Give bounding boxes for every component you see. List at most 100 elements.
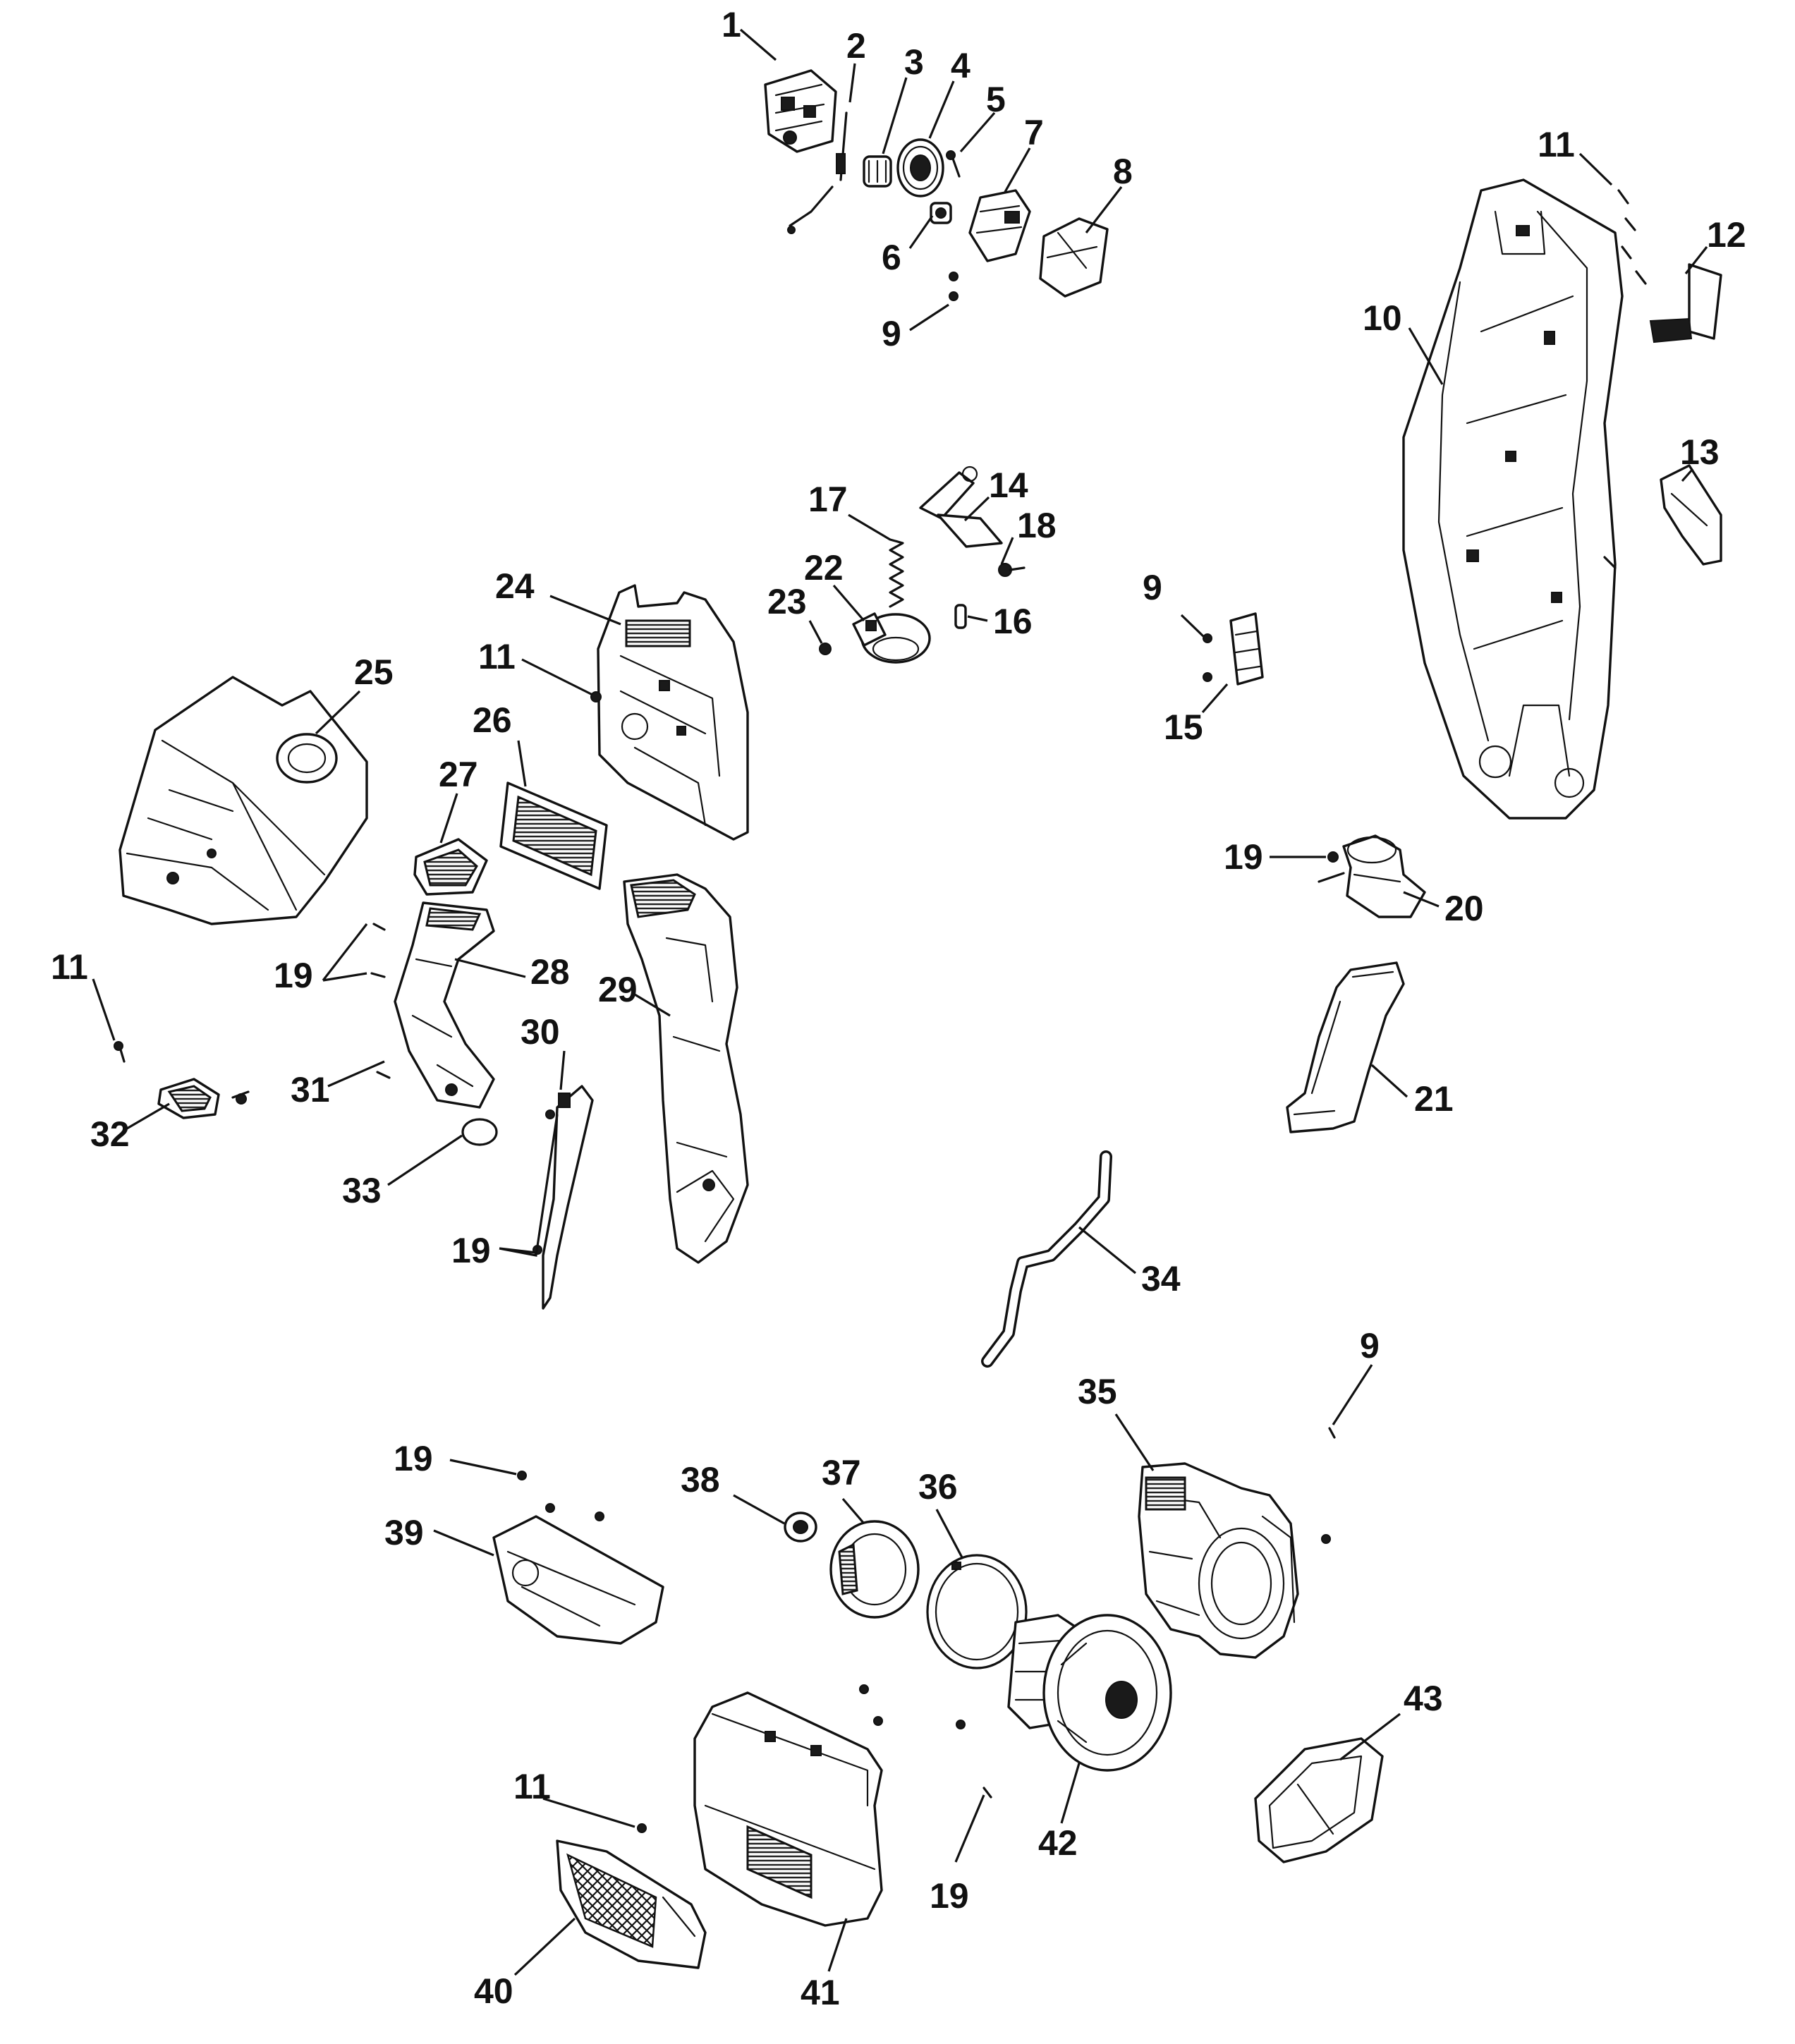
callout-24: 24 — [495, 566, 535, 606]
callout-4: 4 — [951, 46, 970, 85]
callout-27: 27 — [439, 755, 478, 794]
callout-2: 2 — [846, 26, 866, 66]
callout-14: 14 — [989, 466, 1028, 505]
part-18-screw — [998, 563, 1026, 577]
callout-11: 11 — [478, 637, 516, 676]
callout-37: 37 — [822, 1453, 861, 1492]
part-21-hose — [1286, 961, 1405, 1133]
part-3-bushing — [789, 155, 892, 227]
callout-39: 39 — [384, 1513, 424, 1552]
callout-31: 31 — [291, 1070, 330, 1109]
part-15-bracket — [1203, 612, 1264, 686]
callout-25: 25 — [354, 652, 394, 692]
callout-9: 9 — [1143, 568, 1162, 607]
callout-30: 30 — [521, 1012, 560, 1052]
part-40-grille — [556, 1839, 707, 1969]
part-8-cover — [1039, 217, 1109, 298]
callout-labels: 1 2 3 4 5 6 7 8 9 11 12 10 13 17 14 18 2… — [51, 5, 1746, 2012]
callout-11: 11 — [51, 947, 88, 987]
part-26-filter — [499, 781, 608, 890]
part-6-nut — [930, 202, 952, 224]
part-42-motor — [1007, 1614, 1172, 1772]
part-7-housing — [968, 189, 1031, 262]
callout-38: 38 — [681, 1460, 720, 1499]
part-30-strap — [533, 1085, 594, 1310]
callout-36: 36 — [918, 1467, 958, 1507]
part-25-tank — [118, 676, 368, 925]
part-41-base-housing — [693, 1684, 966, 1927]
callout-43: 43 — [1404, 1679, 1443, 1718]
part-19-screw-base — [982, 1787, 992, 1799]
callout-17: 17 — [808, 480, 848, 519]
part-34-tube — [981, 1150, 1112, 1368]
part-39-tray — [492, 1471, 664, 1645]
part-22-valve — [852, 612, 931, 664]
callout-7: 7 — [1024, 113, 1044, 152]
part-11-screw-panel — [590, 691, 602, 702]
callout-11: 11 — [1538, 125, 1575, 164]
callout-1: 1 — [722, 5, 741, 44]
callout-41: 41 — [801, 1973, 840, 2012]
part-11-screw-left — [114, 1041, 126, 1063]
part-11-screw-grille — [637, 1823, 647, 1833]
callout-20: 20 — [1444, 889, 1484, 928]
part-4-gear — [896, 138, 944, 197]
callout-10: 10 — [1363, 298, 1402, 338]
callout-11: 11 — [513, 1767, 551, 1806]
part-10-handle — [1402, 178, 1624, 820]
part-1-switch — [764, 69, 837, 153]
part-38-bushing — [784, 1511, 817, 1543]
callout-13: 13 — [1680, 432, 1720, 472]
callout-28: 28 — [530, 952, 570, 992]
part-37-ring — [829, 1520, 920, 1619]
callout-9: 9 — [882, 314, 901, 353]
part-17-spring — [889, 538, 904, 608]
part-12-latch — [1649, 263, 1722, 343]
callout-19: 19 — [930, 1876, 969, 1916]
callout-34: 34 — [1141, 1259, 1181, 1298]
part-9-screw-lower — [1328, 1427, 1336, 1439]
callout-18: 18 — [1017, 506, 1057, 545]
callout-35: 35 — [1078, 1372, 1117, 1411]
callout-21: 21 — [1414, 1079, 1454, 1119]
callout-26: 26 — [473, 700, 512, 740]
callout-19: 19 — [394, 1439, 433, 1478]
part-23-screw — [819, 643, 832, 655]
callout-6: 6 — [882, 238, 901, 277]
callout-29: 29 — [598, 970, 638, 1009]
part-5-screw — [946, 150, 961, 178]
part-19-screws-duct — [370, 923, 391, 1079]
callout-19: 19 — [1224, 837, 1263, 877]
part-27-seal — [413, 838, 488, 896]
part-11-screws-handle — [1603, 189, 1647, 569]
part-14-lever — [919, 466, 1003, 548]
callout-33: 33 — [342, 1171, 382, 1210]
callout-19: 19 — [274, 956, 313, 995]
callout-40: 40 — [474, 1971, 513, 2011]
part-33-oring — [461, 1118, 498, 1146]
callout-32: 32 — [90, 1114, 130, 1154]
part-32-clip — [157, 1078, 250, 1119]
callout-23: 23 — [767, 582, 807, 621]
callout-12: 12 — [1707, 215, 1746, 255]
part-36-gasket — [926, 1554, 1028, 1669]
callout-8: 8 — [1113, 152, 1133, 191]
part-9-screws-top — [787, 226, 959, 301]
part-20-elbow — [1318, 834, 1426, 918]
callout-3: 3 — [904, 42, 924, 82]
part-29-duct-cover — [623, 873, 749, 1264]
part-28-duct — [394, 901, 495, 1109]
part-35-motor-housing — [1138, 1462, 1331, 1659]
callout-42: 42 — [1038, 1823, 1078, 1863]
leader-lines — [92, 28, 1708, 1976]
callout-15: 15 — [1164, 707, 1203, 747]
part-24-panel — [597, 584, 749, 841]
part-16-pin — [954, 604, 967, 629]
part-13-clip — [1660, 464, 1722, 566]
callout-16: 16 — [993, 602, 1033, 641]
callout-9: 9 — [1360, 1326, 1380, 1365]
part-2-pin — [836, 111, 848, 181]
callout-22: 22 — [804, 548, 844, 588]
callout-19: 19 — [451, 1231, 491, 1270]
